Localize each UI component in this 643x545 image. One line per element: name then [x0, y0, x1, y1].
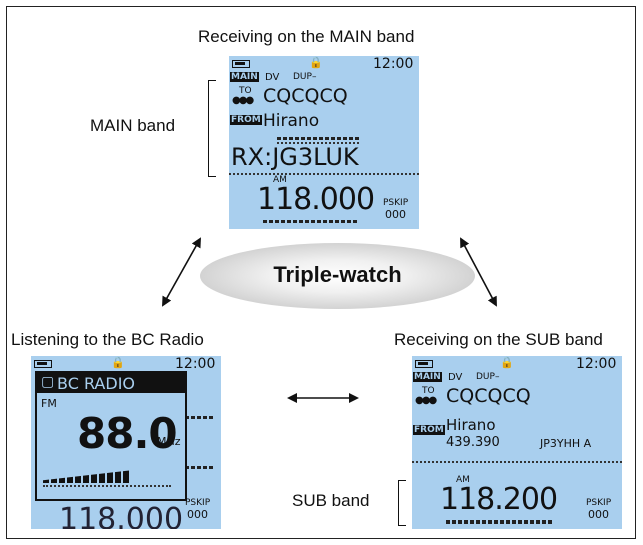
call-to: CQCQCQ [263, 85, 348, 107]
divider [229, 173, 419, 175]
mhz-unit: MHz [157, 435, 181, 448]
battery-icon [232, 60, 250, 68]
pskip-label: PSKIP [185, 498, 211, 508]
am-label: AM [273, 175, 287, 185]
from-tag: FROM [413, 425, 445, 435]
caption-top: Receiving on the MAIN band [198, 27, 415, 46]
time: 12:00 [576, 356, 617, 372]
triple-watch-label: Triple-watch [273, 262, 402, 287]
battery-icon [34, 360, 52, 368]
call-to: CQCQCQ [446, 385, 531, 407]
bc-radio-popup: ▢ BC RADIO FM 88.0 MHz [35, 371, 187, 501]
double-arrow-icon [460, 237, 497, 307]
divider [412, 461, 622, 463]
pskip-number: 000 [588, 508, 609, 521]
to-tag: TO [422, 386, 435, 396]
caption-bc-radio: Listening to the BC Radio [11, 330, 204, 349]
main-band-screen: 🔒 12:00 MAIN DV DUP– TO ●●● CQCQCQ FROM … [229, 56, 419, 229]
group-icon: ●●● [415, 395, 437, 406]
sub-band-bracket [398, 480, 406, 526]
signal-meter [263, 220, 359, 223]
frequency-small: 439.390 [446, 435, 500, 450]
from-name: Hirano [263, 111, 320, 131]
lock-icon: 🔒 [111, 356, 125, 369]
bc-title-bar [37, 373, 185, 393]
background-frequency: 118.000 [59, 502, 184, 529]
bc-frequency: 88.0 [77, 409, 178, 458]
to-tag: TO [239, 86, 252, 96]
bc-title: BC RADIO [57, 374, 135, 393]
lock-icon: 🔒 [500, 356, 514, 369]
mode-label: DV [448, 372, 463, 383]
time: 12:00 [373, 56, 414, 72]
frequency: 118.200 [440, 482, 558, 517]
caption-sub-band: SUB band [292, 491, 370, 510]
dup-label: DUP– [293, 72, 317, 82]
group-icon: ●●● [232, 95, 254, 106]
signal-meter [446, 520, 552, 524]
fm-label: FM [41, 397, 57, 410]
battery-icon [415, 360, 433, 368]
triple-watch-oval [200, 243, 475, 309]
from-tag: FROM [230, 115, 262, 125]
caption-sub-band-receive: Receiving on the SUB band [394, 330, 603, 349]
time: 12:00 [175, 356, 216, 372]
signal-meter [277, 137, 359, 140]
main-tag: MAIN [413, 372, 442, 382]
from-name: Hirano [446, 416, 496, 434]
bc-signal-meter [43, 469, 143, 483]
sub-band-screen: 🔒 12:00 MAIN DV DUP– TO ●●● CQCQCQ FROM … [412, 356, 622, 529]
bc-radio-screen: 🔒 12:00 118.000 PSKIP 000 ▢ BC RADIO FM … [31, 356, 221, 529]
callsign-small: JP3YHH A [540, 437, 592, 450]
double-arrow-icon [162, 237, 201, 307]
pskip-number: 000 [187, 508, 208, 521]
pskip-label: PSKIP [383, 198, 409, 208]
frequency: 118.000 [257, 182, 375, 217]
background-meter [185, 466, 215, 469]
background-meter [185, 416, 215, 419]
caption-main-band: MAIN band [90, 116, 176, 135]
radio-icon: ▢ [41, 374, 55, 390]
figure-frame [6, 6, 636, 539]
dup-label: DUP– [476, 372, 500, 382]
main-tag: MAIN [230, 72, 259, 82]
meter-underline [277, 142, 359, 144]
main-band-bracket [208, 80, 216, 177]
meter-underline [43, 485, 171, 487]
pskip-label: PSKIP [586, 498, 612, 508]
lock-icon: 🔒 [309, 56, 323, 69]
rx-callsign: RX:JG3LUK [231, 143, 359, 171]
pskip-number: 000 [385, 208, 406, 221]
am-label: AM [456, 475, 470, 485]
mode-label: DV [265, 72, 280, 83]
